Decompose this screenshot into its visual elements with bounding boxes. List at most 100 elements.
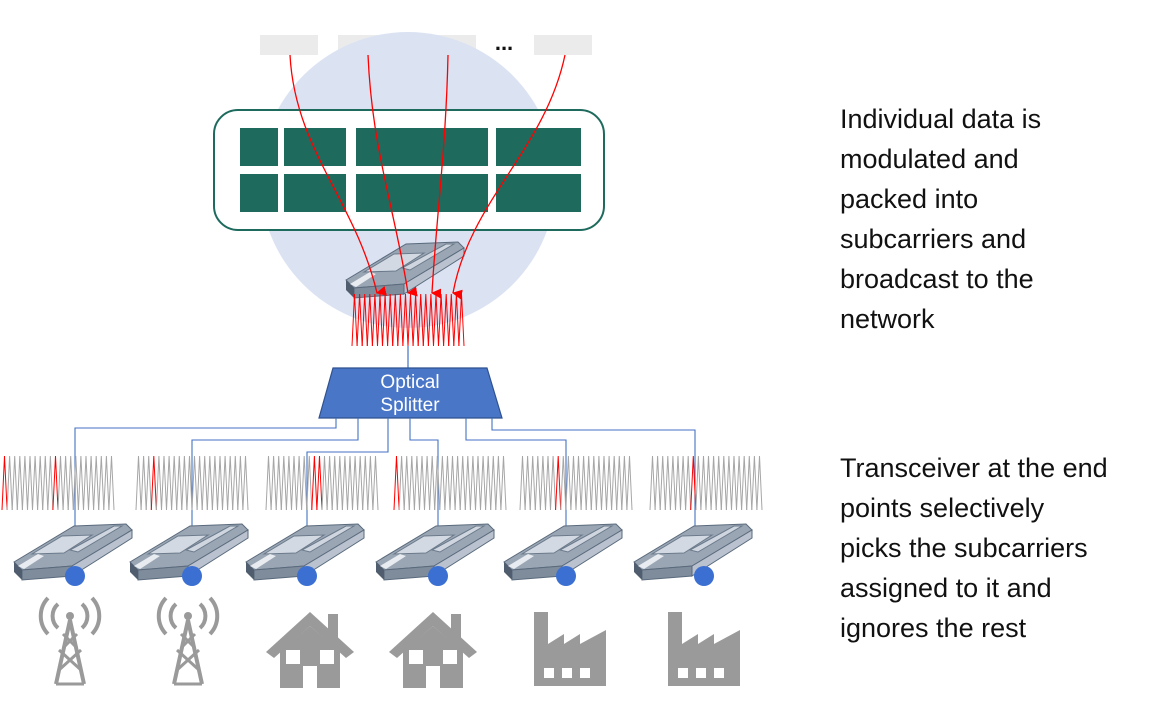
subcarrier xyxy=(459,455,466,511)
subcarrier xyxy=(397,293,404,347)
subcarrier xyxy=(382,293,389,347)
subcarrier xyxy=(601,455,607,511)
subcarrier xyxy=(67,455,74,511)
subcarrier xyxy=(550,455,557,511)
subcarrier xyxy=(519,455,526,511)
subcarrier xyxy=(560,455,567,511)
subcarrier xyxy=(196,455,203,511)
subcarrier xyxy=(265,455,272,511)
subcarrier xyxy=(580,455,587,511)
caption-broadcast: Individual data is modulated and packed … xyxy=(840,104,1042,334)
subcarrier xyxy=(675,455,681,511)
subcarrier xyxy=(367,455,374,511)
subcarrier xyxy=(222,455,229,511)
subcarrier xyxy=(746,455,753,511)
endpoint-subcarrier-comb xyxy=(1,455,115,511)
subcarrier xyxy=(181,455,188,511)
subcarrier xyxy=(140,455,147,511)
subcarrier xyxy=(575,455,582,511)
subcarrier xyxy=(524,455,531,511)
subcarrier xyxy=(422,293,429,347)
subcarrier xyxy=(392,293,399,347)
subcarrier xyxy=(306,455,313,511)
subcarrier xyxy=(371,293,378,347)
subcarrier xyxy=(590,455,597,511)
subcarrier xyxy=(387,293,394,347)
subcarrier xyxy=(42,455,49,511)
subcarrier xyxy=(417,293,424,347)
subcarrier xyxy=(439,455,446,511)
endpoint xyxy=(129,455,249,686)
subcarrier xyxy=(756,455,763,511)
subcarrier xyxy=(715,455,722,511)
subcarrier xyxy=(11,455,18,511)
subcarrier xyxy=(227,455,234,511)
subcarrier xyxy=(427,293,434,347)
subcarrier xyxy=(21,455,28,511)
subcarrier xyxy=(495,455,502,511)
central-subcarrier-comb xyxy=(351,293,465,347)
subcarrier xyxy=(301,455,308,511)
subcarrier xyxy=(275,455,282,511)
optical-splitter: Optical Splitter xyxy=(318,367,503,419)
caption-selection: Transceiver at the end points selectivel… xyxy=(840,453,1108,643)
subcarrier xyxy=(741,455,748,511)
endpoint-subcarrier-comb xyxy=(135,455,249,511)
subcarrier xyxy=(534,455,541,511)
subcarrier xyxy=(606,455,613,511)
splitter-label-line1: Optical xyxy=(380,372,439,393)
tower-icon xyxy=(156,596,220,686)
subcarrier xyxy=(480,455,487,511)
subcarrier xyxy=(443,293,450,347)
endpoint xyxy=(1,455,133,686)
subcarrier xyxy=(161,455,167,511)
subcarrier xyxy=(664,455,671,511)
subcarrier xyxy=(232,455,239,511)
subcarrier xyxy=(27,455,33,511)
subcarrier xyxy=(434,455,441,511)
subcarrier xyxy=(751,455,758,511)
subcarrier xyxy=(98,455,105,511)
subcarrier xyxy=(539,455,546,511)
subcarrier xyxy=(52,455,59,511)
endpoint-subcarrier-comb xyxy=(393,455,507,511)
splitter-label-line2: Splitter xyxy=(380,395,440,416)
subcarrier xyxy=(206,455,213,511)
subcarrier xyxy=(545,455,551,511)
subcarrier xyxy=(270,455,277,511)
subcarrier xyxy=(347,455,353,511)
subcarrier xyxy=(62,455,69,511)
subcarrier xyxy=(108,455,115,511)
subcarrier xyxy=(326,455,333,511)
subcarrier xyxy=(356,293,363,347)
subcarrier xyxy=(490,455,497,511)
subcarrier xyxy=(135,455,142,511)
subcarrier xyxy=(403,455,410,511)
subcarrier xyxy=(291,455,297,511)
endpoint xyxy=(633,455,763,686)
subcarrier xyxy=(433,293,439,347)
subcarrier xyxy=(731,455,737,511)
endpoint-port-dot xyxy=(182,566,202,586)
subcarrier xyxy=(429,455,436,511)
subcarrier xyxy=(1,455,8,511)
subcarrier xyxy=(453,293,460,347)
subcarrier xyxy=(57,455,64,511)
subcarrier xyxy=(280,455,287,511)
subcarrier xyxy=(398,455,405,511)
subcarrier xyxy=(341,455,348,511)
subcarrier xyxy=(37,455,44,511)
subcarrier xyxy=(412,293,419,347)
subcarrier xyxy=(361,293,368,347)
subcarrier xyxy=(444,455,451,511)
subcarrier xyxy=(616,455,623,511)
subcarrier xyxy=(88,455,95,511)
endpoint-subcarrier-comb xyxy=(649,455,763,511)
subcarrier xyxy=(454,455,461,511)
subcarrier xyxy=(77,455,84,511)
subcarrier xyxy=(311,455,318,511)
endpoint xyxy=(503,455,633,686)
factory-icon xyxy=(534,612,606,686)
input-data-slot xyxy=(260,35,318,55)
subcarrier xyxy=(649,455,656,511)
